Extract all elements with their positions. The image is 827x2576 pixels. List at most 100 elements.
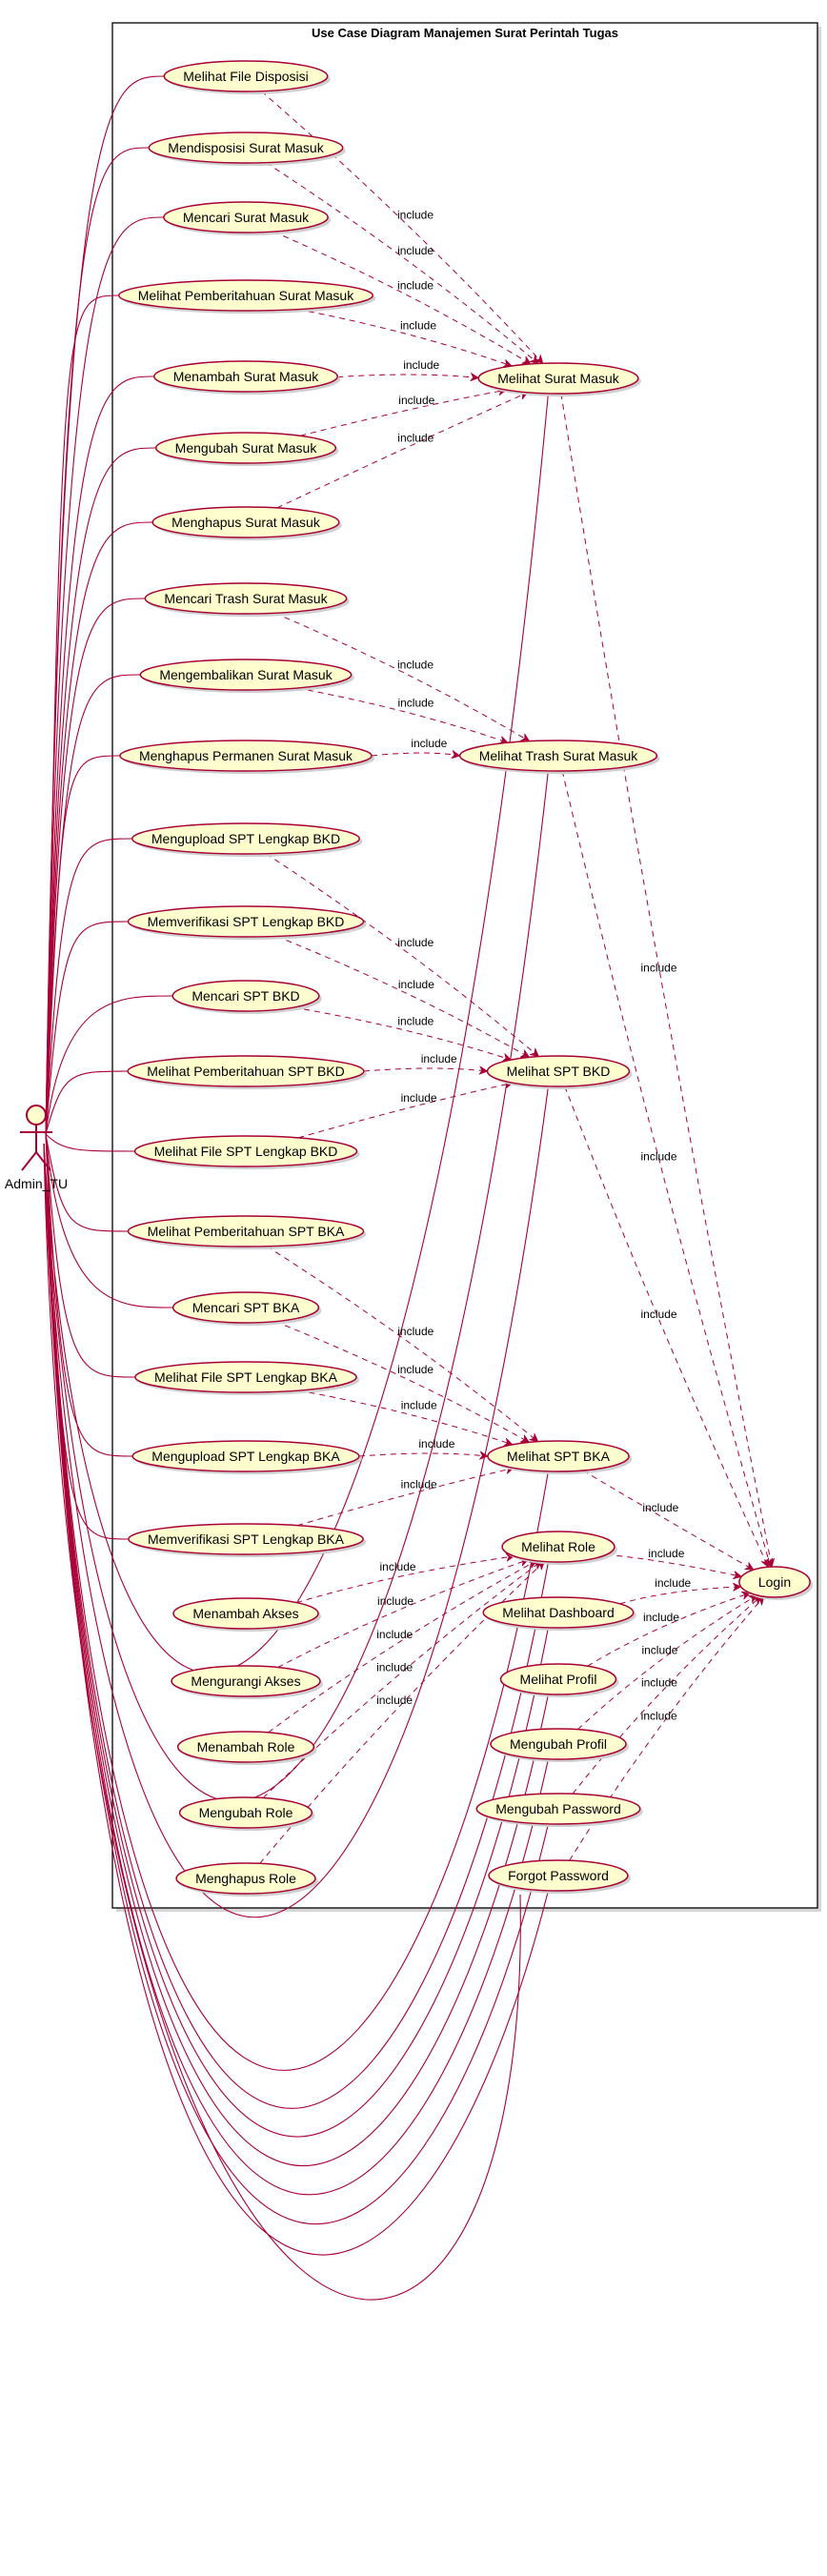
use-case-msm: Mendisposisi Surat Masuk — [148, 132, 346, 166]
include-label-ld-login: include — [655, 1576, 691, 1590]
include-label-ta-lr: include — [380, 1560, 416, 1573]
use-case-ka: Mengurangi Akses — [171, 1665, 323, 1699]
use-case-ellipse — [477, 362, 639, 395]
include-lbka-login — [582, 1470, 754, 1570]
include-label-lsm-login: include — [640, 962, 676, 975]
association-upw — [43, 1143, 549, 2225]
use-case-label: Memverifikasi SPT Lengkap BKA — [148, 1531, 345, 1547]
use-case-lsm: Melihat Surat Masuk — [477, 362, 641, 396]
include-lsm-login — [560, 393, 772, 1567]
include-label-msm-lsm: include — [397, 244, 434, 257]
include-label-flbka-lbka: include — [401, 1398, 437, 1411]
use-case-ellipse — [163, 201, 329, 233]
use-case-label: Menambah Role — [197, 1739, 295, 1755]
use-case-ulbkd: Mengupload SPT Lengkap BKD — [131, 822, 363, 857]
use-case-ellipse — [482, 1596, 635, 1629]
include-label-ur-lr: include — [376, 1660, 413, 1673]
use-case-ellipse — [738, 1566, 811, 1598]
use-case-label: Melihat SPT BKD — [507, 1064, 611, 1079]
use-case-label: Melihat Dashboard — [502, 1605, 615, 1620]
use-case-label: Menghapus Permanen Surat Masuk — [139, 748, 353, 763]
include-pbkd-lbkd — [363, 1068, 488, 1071]
use-case-tsm: Menambah Surat Masuk — [152, 360, 341, 395]
include-label-vlbka-lbka: include — [401, 1478, 437, 1491]
include-label-ka-lr: include — [377, 1594, 414, 1608]
use-case-ellipse — [152, 360, 339, 393]
association-cbka — [45, 1133, 173, 1308]
use-case-ellipse — [127, 1215, 365, 1247]
use-case-lp: Melihat Profil — [499, 1663, 619, 1697]
use-case-ellipse — [171, 980, 320, 1012]
association-vlbkd — [45, 921, 129, 1135]
include-label-tr-lr: include — [376, 1628, 413, 1641]
include-label-hsm-lsm: include — [397, 431, 434, 444]
use-case-label: Menambah Surat Masuk — [173, 369, 320, 384]
association-ulbka — [45, 1133, 133, 1457]
use-case-ellipse — [134, 1361, 357, 1393]
use-case-label: Mencari Surat Masuk — [183, 210, 310, 225]
association-ltsm — [43, 770, 549, 1802]
use-case-label: Menghapus Surat Masuk — [171, 515, 321, 530]
use-case-ellipse — [139, 659, 353, 691]
actor-label: Admin_TU — [5, 1176, 68, 1191]
include-label-lfd-lsm: include — [397, 209, 434, 222]
use-case-ellipse — [176, 1731, 315, 1763]
use-case-label: Mencari Trash Surat Masuk — [164, 591, 328, 606]
include-ltsm-login — [561, 770, 771, 1567]
use-case-label: Mengupload SPT Lengkap BKD — [151, 831, 340, 846]
include-csm-lsm — [273, 231, 531, 364]
use-case-label: Menghapus Role — [195, 1871, 296, 1886]
use-case-label: Melihat Pemberitahuan SPT BKA — [148, 1224, 345, 1239]
use-case-label: Melihat SPT BKA — [507, 1449, 611, 1464]
use-case-label: Mengupload SPT Lengkap BKA — [151, 1449, 340, 1464]
use-case-ellipse — [119, 740, 373, 772]
use-case-upw: Mengubah Password — [475, 1793, 643, 1827]
association-up — [43, 1143, 549, 2196]
include-up-login — [577, 1595, 756, 1731]
association-ctsm — [45, 598, 146, 1135]
include-label-pbka-lbka: include — [397, 1325, 434, 1338]
use-case-ellipse — [475, 1793, 641, 1825]
use-case-ellipse — [488, 1859, 629, 1892]
include-lbkd-login — [564, 1085, 769, 1567]
use-case-lfd: Melihat File Disposisi — [163, 60, 331, 94]
include-label-tsm-lsm: include — [403, 358, 439, 372]
use-case-ltsm: Melihat Trash Surat Masuk — [458, 740, 660, 774]
include-label-usm-lsm: include — [398, 394, 434, 407]
include-label-lr-login: include — [648, 1547, 684, 1560]
use-case-tr: Menambah Role — [176, 1731, 317, 1765]
include-label-ulbka-lbka: include — [418, 1437, 454, 1450]
association-flbkd — [45, 1133, 135, 1152]
include-ta-lr — [296, 1556, 514, 1604]
use-case-ellipse — [118, 279, 373, 312]
association-login — [43, 1145, 521, 2301]
use-case-ellipse — [487, 1440, 630, 1472]
use-case-label: Melihat Surat Masuk — [497, 371, 620, 386]
use-case-ellipse — [131, 822, 360, 855]
use-case-ta: Menambah Akses — [172, 1597, 322, 1632]
association-lbka — [43, 1143, 549, 2071]
include-label-cbka-lbka: include — [397, 1363, 434, 1376]
use-case-label: Mengubah Password — [495, 1801, 621, 1816]
association-ulbkd — [45, 838, 132, 1135]
use-case-hr: Menghapus Role — [175, 1862, 318, 1897]
use-case-label: Mendisposisi Surat Masuk — [168, 140, 324, 155]
use-case-label: Melihat File SPT Lengkap BKD — [154, 1144, 338, 1159]
use-case-vlbka: Memverifikasi SPT Lengkap BKA — [128, 1523, 367, 1557]
use-case-ellipse — [144, 582, 348, 615]
include-layer: include include include include include inclu… — [259, 91, 772, 1864]
use-case-ellipse — [127, 1055, 365, 1087]
include-upw-login — [572, 1596, 761, 1795]
include-ur-lr — [262, 1561, 541, 1798]
use-case-flbkd: Melihat File SPT Lengkap BKD — [133, 1135, 360, 1169]
include-tsm-lsm — [337, 375, 478, 377]
include-label-csm-lsm: include — [397, 279, 434, 293]
use-case-ellipse — [458, 740, 658, 772]
include-pbka-lbka — [266, 1246, 538, 1442]
include-lfd-lsm — [260, 91, 543, 364]
association-cbkd — [45, 995, 173, 1135]
association-lpsm — [45, 294, 119, 1135]
use-case-lpsm: Melihat Pemberitahuan Surat Masuk — [118, 279, 376, 314]
include-label-up-login: include — [641, 1643, 677, 1656]
